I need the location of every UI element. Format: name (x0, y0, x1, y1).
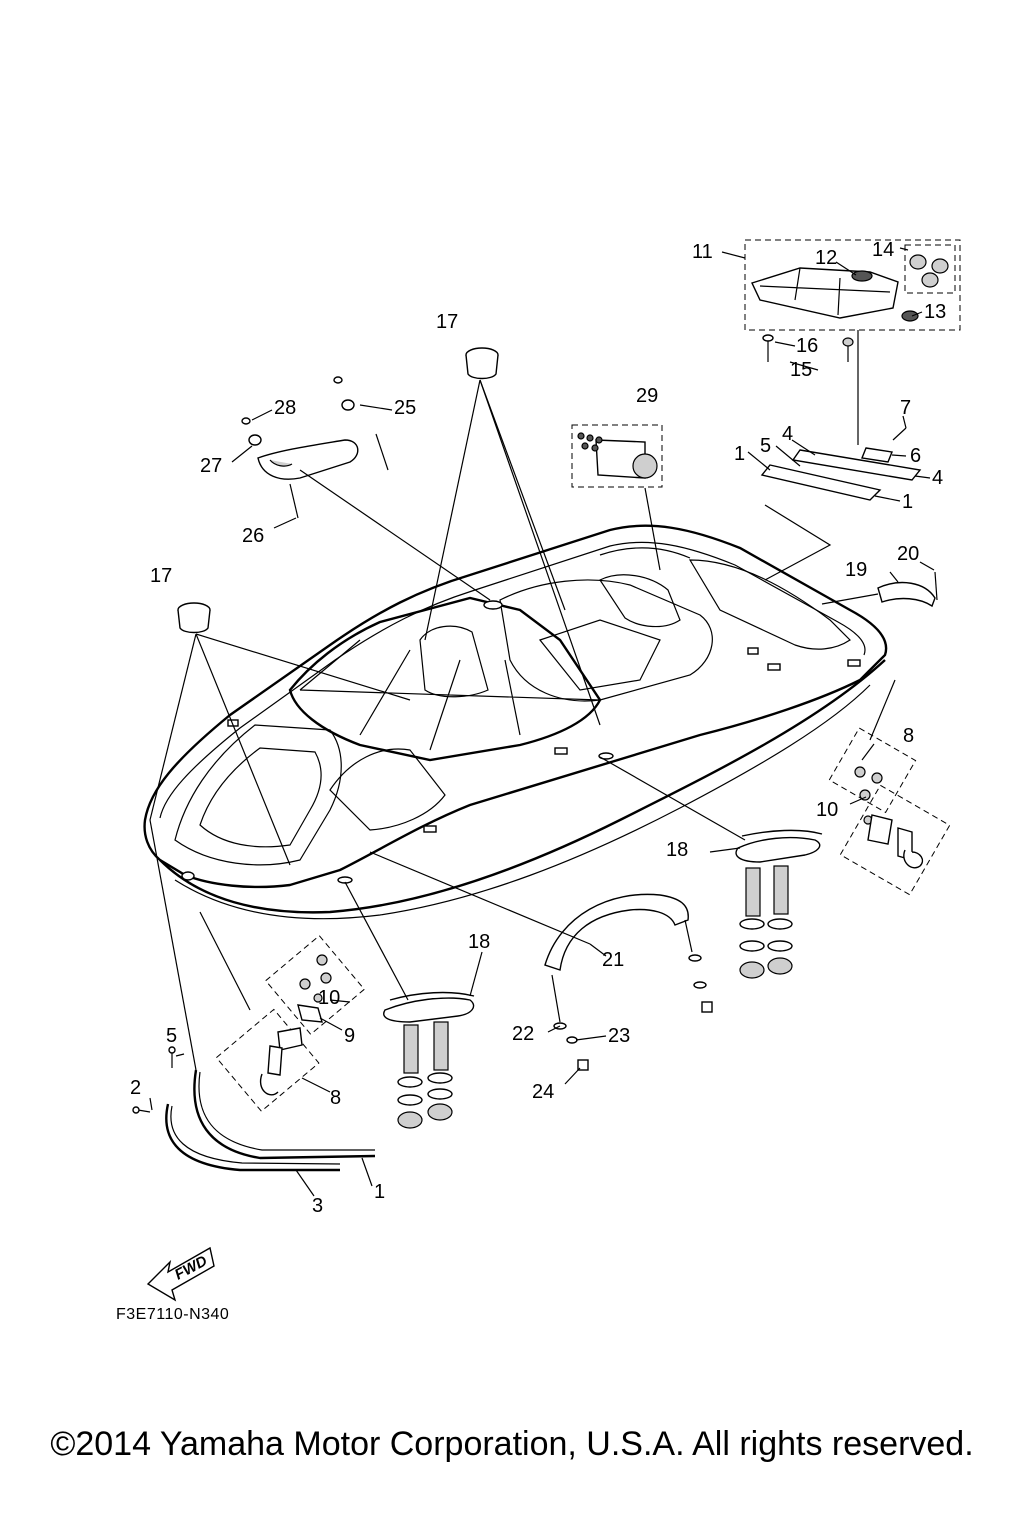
callout-29: 29 (636, 385, 658, 407)
callout-1-bottom: 1 (374, 1181, 385, 1203)
callout-24: 24 (532, 1081, 554, 1103)
callout-21: 21 (602, 949, 624, 971)
eye-bolt-right (828, 679, 951, 896)
callout-2: 2 (130, 1077, 141, 1099)
callout-17-top: 17 (436, 311, 458, 333)
cleat-right (599, 756, 823, 979)
callout-6: 6 (910, 445, 921, 467)
callout-11: 11 (692, 241, 713, 263)
cup-holders (149, 347, 601, 866)
callout-19: 19 (845, 559, 867, 581)
callout-22: 22 (512, 1023, 534, 1045)
callout-15: 15 (790, 359, 812, 381)
callout-5-left: 5 (166, 1025, 177, 1047)
callout-1-mid: 1 (902, 491, 913, 513)
callout-28: 28 (274, 397, 296, 419)
callout-17-left: 17 (150, 565, 172, 587)
callouts: 11 12 14 13 16 15 7 4 5 1 6 4 1 29 17 28… (130, 239, 946, 1217)
connector-plate (571, 424, 663, 571)
callout-20: 20 (897, 543, 919, 565)
callout-26: 26 (242, 525, 264, 547)
boat-hull (143, 524, 888, 920)
eye-bolt-left (199, 911, 366, 1112)
callout-8-right: 8 (903, 725, 914, 747)
callout-13: 13 (924, 301, 946, 323)
callout-9: 9 (344, 1025, 355, 1047)
callout-4-top: 4 (782, 423, 793, 445)
callout-5-top: 5 (760, 435, 771, 457)
grab-handle (241, 376, 491, 601)
cleat-left (344, 881, 475, 1129)
callout-8-left: 8 (330, 1087, 341, 1109)
callout-27: 27 (200, 455, 222, 477)
callout-18-right: 18 (666, 839, 688, 861)
mount-brackets (760, 427, 922, 581)
callout-1-top: 1 (734, 443, 745, 465)
callout-23: 23 (608, 1025, 630, 1047)
callout-18-left: 18 (468, 931, 490, 953)
rub-rail (132, 819, 376, 1172)
copyright-notice: ©2014 Yamaha Motor Corporation, U.S.A. A… (50, 1425, 974, 1463)
callout-12: 12 (815, 247, 837, 269)
callout-10-right: 10 (816, 799, 838, 821)
callout-10-left: 10 (318, 987, 340, 1009)
callout-3: 3 (312, 1195, 323, 1217)
callout-14: 14 (872, 239, 894, 261)
callout-25: 25 (394, 397, 416, 419)
forward-arrow-icon: FWD (146, 1246, 215, 1302)
leader-lines (149, 247, 935, 1197)
callout-16: 16 (796, 335, 818, 357)
grab-rail (369, 851, 713, 1071)
tow-hook (821, 571, 938, 608)
callout-4-bottom: 4 (932, 467, 943, 489)
callout-7: 7 (900, 397, 911, 419)
ladder-assembly (744, 239, 961, 445)
diagram-code: F3E7110-N340 (116, 1306, 230, 1323)
